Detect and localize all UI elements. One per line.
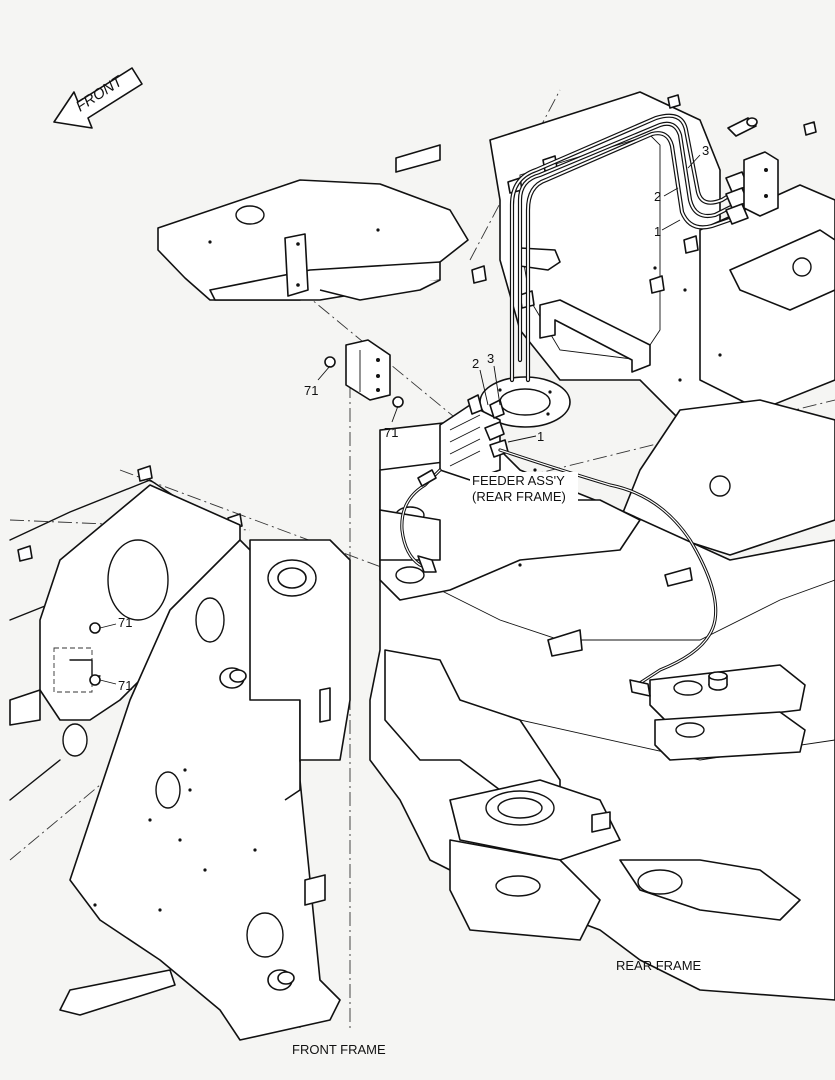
- rear-frame: [369, 91, 835, 1001]
- callout-bolt-71-b: 71: [384, 425, 398, 440]
- bolt-bracket: [324, 339, 404, 408]
- front-frame-label: FRONT FRAME: [292, 1042, 386, 1057]
- hose-runs: [509, 113, 779, 383]
- callout-bolt-71-c: 71: [118, 615, 132, 630]
- front-direction-arrow: FRONT: [53, 67, 143, 129]
- callout-hose-3: 3: [702, 143, 709, 158]
- callout-labels: 3 2 1 2 3 1 71 71 71 71 FEEDER ASS'Y (RE…: [118, 143, 709, 1057]
- loader-arm: [157, 179, 469, 301]
- rear-frame-label: REAR FRAME: [616, 958, 702, 973]
- callout-bolt-71-d: 71: [118, 678, 132, 693]
- feeder-assembly-label: FEEDER ASS'Y: [472, 473, 565, 488]
- callout-bolt-71-a: 71: [304, 383, 318, 398]
- callout-hose-1: 1: [654, 224, 661, 239]
- callout-feeder-2: 2: [472, 356, 479, 371]
- callout-feeder-1: 1: [537, 429, 544, 444]
- leader-lines: [99, 154, 701, 685]
- front-frame: [9, 479, 351, 1041]
- feeder-assembly: [400, 394, 718, 697]
- feeder-assembly-sublabel: (REAR FRAME): [472, 489, 566, 504]
- callout-hose-2: 2: [654, 189, 661, 204]
- callout-feeder-3: 3: [487, 351, 494, 366]
